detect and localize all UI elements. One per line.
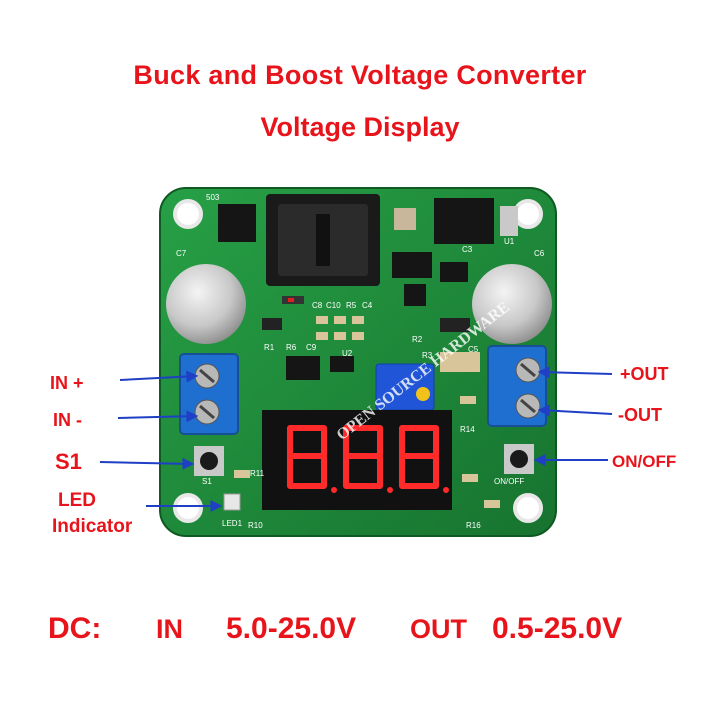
- mount-hole-br: [513, 493, 543, 523]
- svg-text:R14: R14: [460, 425, 475, 434]
- svg-text:C7: C7: [176, 249, 187, 258]
- spec-out-range: 0.5-25.0V: [492, 612, 623, 645]
- svg-text:C9: C9: [306, 343, 317, 352]
- spec-in: IN: [156, 614, 183, 644]
- mount-hole-tr: [513, 199, 543, 229]
- svg-text:C3: C3: [462, 245, 473, 254]
- svg-text:R16: R16: [466, 521, 481, 530]
- spec-dc: DC:: [48, 612, 102, 645]
- svg-text:U1: U1: [504, 237, 515, 246]
- ic-top-left: [218, 204, 256, 242]
- svg-text:S1: S1: [202, 477, 212, 486]
- label-on-off: ON/OFF: [612, 452, 677, 471]
- svg-text:LED1: LED1: [222, 519, 243, 528]
- arrow-plus-out: [537, 366, 613, 379]
- svg-text:R1: R1: [264, 343, 275, 352]
- arrow-in-plus: [119, 370, 199, 383]
- arrow-minus-out: [537, 404, 613, 417]
- label-minus-out: -OUT: [618, 405, 662, 425]
- led-indicator: [223, 493, 241, 511]
- mount-hole-bl: [173, 493, 203, 523]
- ic-u1: [434, 198, 494, 244]
- spec-in-range: 5.0-25.0V: [226, 612, 357, 645]
- label-in-plus: IN +: [50, 373, 84, 393]
- label-indicator: Indicator: [52, 516, 133, 537]
- label-in-minus: IN -: [53, 410, 82, 430]
- svg-text:R6: R6: [286, 343, 297, 352]
- arrow-in-minus: [117, 410, 199, 423]
- spec-out: OUT: [410, 614, 467, 644]
- svg-text:R5: R5: [346, 301, 357, 310]
- svg-text:C5: C5: [468, 345, 479, 354]
- svg-text:503: 503: [206, 193, 220, 202]
- svg-text:C8: C8: [312, 301, 323, 310]
- title-line-1: Buck and Boost Voltage Converter: [133, 60, 587, 90]
- svg-text:R2: R2: [412, 335, 423, 344]
- svg-text:C4: C4: [362, 301, 373, 310]
- arrow-s1: [99, 457, 195, 470]
- svg-text:R11: R11: [250, 469, 265, 478]
- label-s1: S1: [55, 449, 82, 474]
- svg-text:C10: C10: [326, 301, 341, 310]
- capacitor-right: [472, 264, 552, 344]
- svg-text:R10: R10: [248, 521, 263, 530]
- silkscreen-labels: C3 U1 C7 C6 C8 C10 R5 C4 R1 R6 C9 R3 C5 …: [176, 193, 545, 530]
- label-led: LED: [58, 490, 96, 511]
- mount-hole-tl: [173, 199, 203, 229]
- svg-text:R3: R3: [422, 351, 433, 360]
- label-plus-out: +OUT: [620, 364, 669, 384]
- svg-text:U2: U2: [342, 349, 353, 358]
- svg-text:C6: C6: [534, 249, 545, 258]
- capacitor-left: [166, 264, 246, 344]
- title-line-2: Voltage Display: [260, 112, 460, 142]
- display-digits: [287, 425, 439, 489]
- callout-arrows: [99, 366, 613, 512]
- svg-text:ON/OFF: ON/OFF: [494, 477, 524, 486]
